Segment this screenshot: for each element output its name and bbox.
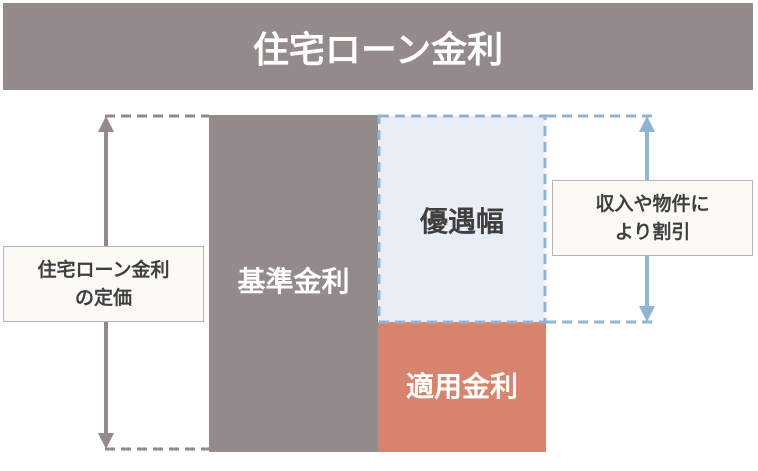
- discount-label: 優遇幅: [419, 205, 504, 238]
- applied-rate-label: 適用金利: [405, 370, 518, 403]
- left-note: 住宅ローン金利 の定価: [3, 246, 204, 322]
- right-note-line2: より割引: [614, 221, 691, 243]
- discount-box: [377, 114, 547, 324]
- diagram-title: 住宅ローン金利: [3, 3, 753, 90]
- right-note: 収入や物件に より割引: [552, 180, 753, 256]
- left-note-line2: の定価: [74, 287, 132, 309]
- right-note-line1: 収入や物件に: [595, 193, 710, 215]
- base-rate-bar: [209, 115, 378, 452]
- left-note-line1: 住宅ローン金利: [37, 259, 170, 281]
- base-rate-label: 基準金利: [237, 265, 350, 298]
- applied-rate-bar: [378, 322, 546, 452]
